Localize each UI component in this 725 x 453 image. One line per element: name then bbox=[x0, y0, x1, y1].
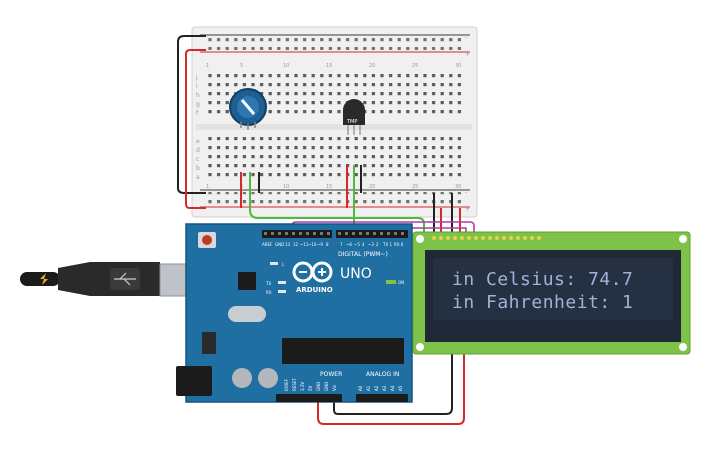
pin-12: 12 bbox=[293, 242, 299, 247]
digital-label: DIGITAL (PWM~) bbox=[338, 251, 388, 258]
bb-col-30: 30 bbox=[455, 63, 461, 69]
on-led-label: ON bbox=[398, 280, 404, 285]
bb-col-10: 10 bbox=[283, 63, 289, 69]
pin-reset: RESET bbox=[292, 378, 297, 391]
bb-col-20: 20 bbox=[369, 63, 375, 69]
pin-rx0: RX 0 bbox=[394, 242, 404, 247]
analog-label: ANALOG IN bbox=[366, 371, 399, 378]
digital-pin-labels: AREF GND 13 12 ~11 ~10 ~9 8 7 ~6 ~5 4 ~3… bbox=[262, 242, 404, 247]
digital-header-1 bbox=[262, 230, 332, 238]
aref-label: AREF bbox=[262, 242, 273, 247]
rx-led-label: RX bbox=[266, 290, 272, 295]
pin-5v: 5V bbox=[308, 385, 313, 391]
pin-a3: A3 bbox=[382, 385, 387, 391]
lcd-screen bbox=[433, 258, 673, 320]
pin-2: 2 bbox=[376, 242, 379, 247]
tx-led-label: TX bbox=[265, 281, 271, 286]
pin-8: 8 bbox=[326, 242, 329, 247]
power-pin-labels: IOREF RESET 3.3V 5V GND GND Vin bbox=[284, 378, 337, 391]
pin-gnd-1: GND bbox=[316, 382, 321, 391]
arduino-brand: ARDUINO bbox=[296, 286, 333, 294]
breadboard: - + - + 1 5 10 15 20 25 30 1 5 10 15 20 … bbox=[191, 26, 478, 218]
pin-10: ~10 bbox=[308, 242, 317, 247]
arduino-logo-icon bbox=[292, 261, 333, 283]
analog-header bbox=[356, 394, 408, 402]
pin-6: ~6 bbox=[346, 242, 352, 247]
bb-col-5: 5 bbox=[240, 63, 243, 69]
bb-col-20-bottom: 20 bbox=[369, 184, 375, 190]
wire-red-5v bbox=[317, 352, 465, 425]
bb-row-e: e bbox=[196, 138, 200, 145]
pin-13: 13 bbox=[285, 242, 291, 247]
rail-plus-bottom: + bbox=[465, 206, 470, 213]
usb-lightning-icon bbox=[40, 273, 48, 285]
bb-col-30-bottom: 30 bbox=[455, 184, 461, 190]
bb-col-1: 1 bbox=[206, 63, 209, 69]
bb-col-25: 25 bbox=[412, 63, 418, 69]
usb-symbol-icon bbox=[114, 272, 136, 286]
wire-red-left-rail bbox=[185, 49, 206, 209]
pin-a5: A5 bbox=[398, 385, 403, 391]
pin-5: ~5 bbox=[354, 242, 360, 247]
bb-col-10-bottom: 10 bbox=[283, 184, 289, 190]
pin-a1: A1 bbox=[366, 385, 371, 391]
temperature-sensor: TMP bbox=[343, 99, 365, 135]
arduino-model: UNO bbox=[340, 266, 372, 282]
pin-a4: A4 bbox=[390, 385, 395, 391]
bb-row-g: g bbox=[196, 101, 200, 108]
bb-row-i: i bbox=[196, 83, 198, 90]
bb-row-letters: j i h g f e d c b a bbox=[195, 74, 200, 181]
rail-plus-top: + bbox=[465, 51, 470, 58]
bb-col-15-bottom: 15 bbox=[326, 184, 332, 190]
l-led-label: L bbox=[282, 262, 285, 267]
power-jack bbox=[176, 366, 212, 396]
wire-black-left-rail bbox=[177, 35, 206, 194]
bb-row-a: a bbox=[196, 174, 200, 181]
bb-col-1-bottom: 1 bbox=[206, 184, 209, 190]
wire-black-gnd bbox=[333, 352, 453, 415]
power-label: POWER bbox=[320, 371, 342, 378]
bb-row-j: j bbox=[195, 74, 198, 81]
bb-row-h: h bbox=[196, 92, 200, 99]
pin-11: ~11 bbox=[300, 242, 309, 247]
power-header bbox=[276, 394, 342, 402]
pin-7: 7 bbox=[340, 242, 343, 247]
pin-a0: A0 bbox=[358, 385, 363, 391]
pin-tx1: TX 1 bbox=[382, 242, 392, 247]
pin-a2: A2 bbox=[374, 385, 379, 391]
lcd-line-2: in Fahrenheit: 1 bbox=[452, 292, 633, 313]
rail-minus-bottom: - bbox=[465, 189, 467, 196]
pin-ioref: IOREF bbox=[284, 378, 289, 391]
lcd-module: in Celsius: 74.7 in Fahrenheit: 1 bbox=[412, 231, 691, 355]
pin-3v3: 3.3V bbox=[300, 382, 305, 391]
gnd-label-top: GND bbox=[275, 242, 284, 247]
lcd-line-1: in Celsius: 74.7 bbox=[452, 269, 633, 290]
pin-gnd-2: GND bbox=[324, 382, 329, 391]
digital-header-2 bbox=[336, 230, 408, 238]
pin-3: ~3 bbox=[368, 242, 374, 247]
atmega-chip bbox=[282, 338, 404, 364]
sensor-label: TMP bbox=[346, 119, 357, 125]
bb-row-f: f bbox=[196, 110, 199, 117]
arduino-board: AREF GND 13 12 ~11 ~10 ~9 8 7 ~6 ~5 4 ~3… bbox=[176, 223, 413, 403]
bb-col-15: 15 bbox=[326, 63, 332, 69]
potentiometer-icon bbox=[229, 88, 267, 130]
rail-minus-top: - bbox=[465, 34, 467, 41]
bb-col-25-bottom: 25 bbox=[412, 184, 418, 190]
bb-row-d: d bbox=[196, 147, 200, 154]
bb-row-c: c bbox=[196, 156, 199, 163]
pin-4: 4 bbox=[362, 242, 365, 247]
pin-9: ~9 bbox=[317, 242, 323, 247]
pin-vin: Vin bbox=[332, 384, 337, 391]
usb-cable bbox=[20, 262, 189, 297]
bb-row-b: b bbox=[196, 165, 200, 172]
analog-pin-labels: A0 A1 A2 A3 A4 A5 bbox=[358, 385, 403, 391]
